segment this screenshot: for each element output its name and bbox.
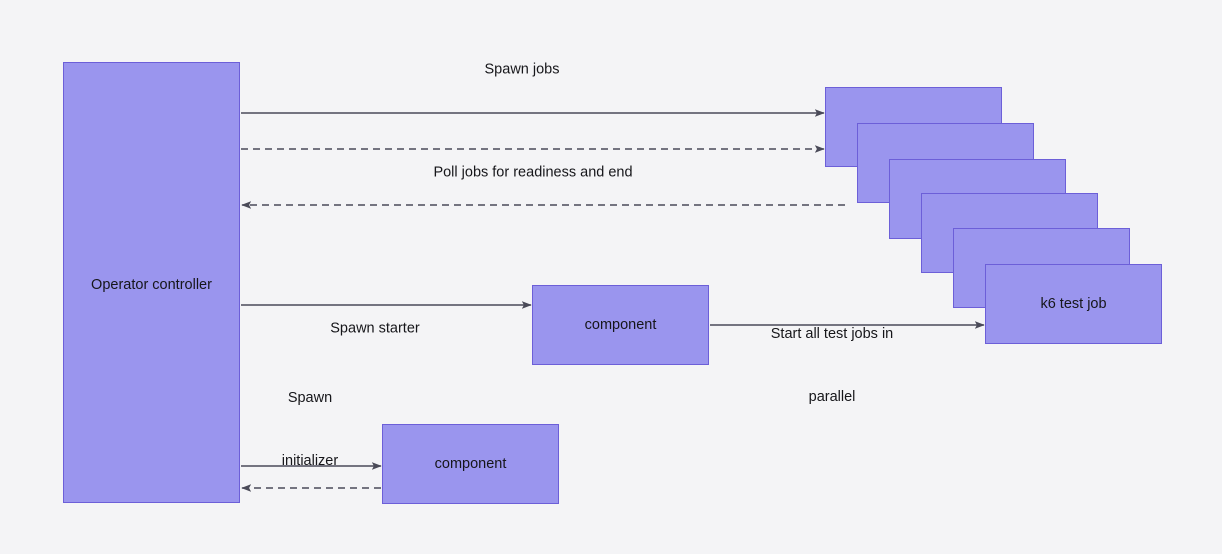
node-operator-controller[interactable]: Operator controller [63,62,240,503]
node-initializer-component-label: component [434,455,507,472]
node-starter-component[interactable]: component [532,285,709,365]
node-starter-component-label: component [584,316,657,333]
node-initializer-component[interactable]: component [382,424,559,504]
node-k6-test-job[interactable]: k6 test job [985,264,1162,344]
node-k6-test-job-label: k6 test job [1040,295,1107,312]
node-operator-controller-label: Operator controller [91,277,212,293]
